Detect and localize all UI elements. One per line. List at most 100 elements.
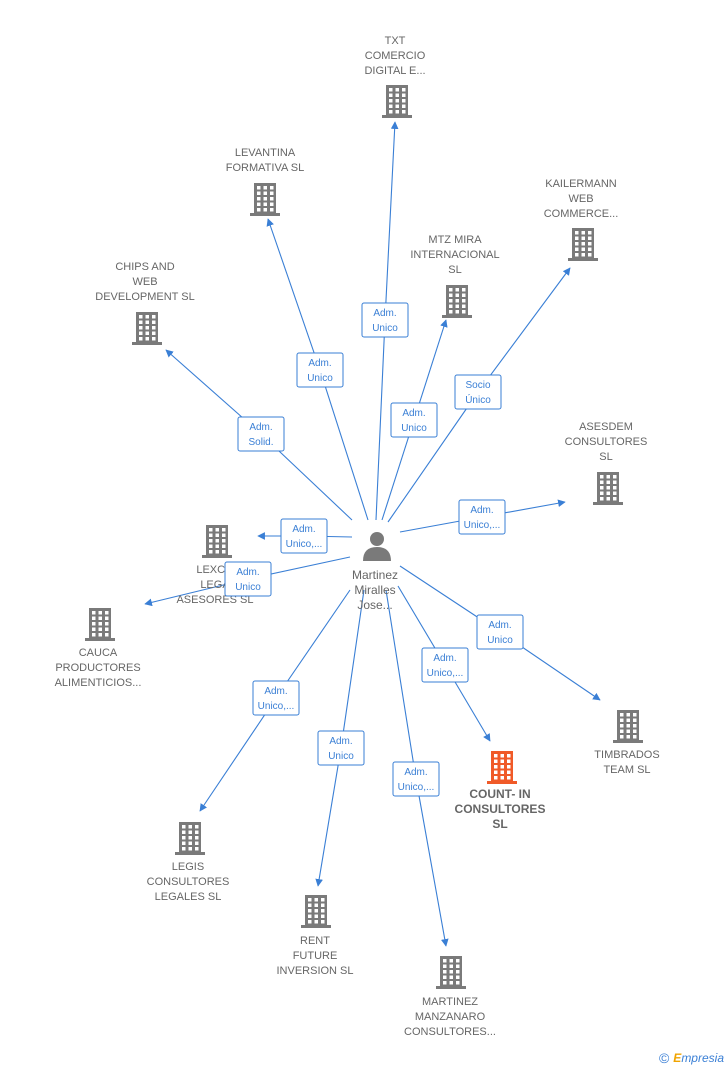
edge-label-asesdem[interactable]: Adm.Unico,...	[458, 499, 506, 535]
edge-label-text: Adm.	[470, 505, 493, 516]
edge-label-manzanaro[interactable]: Adm. Unico,...	[392, 761, 440, 797]
edge-label-text: Unico,...	[258, 701, 295, 712]
edge-label-legis[interactable]: Adm. Unico,...	[252, 680, 300, 716]
building-icon	[436, 956, 466, 989]
person-label-line: Martinez	[352, 568, 398, 582]
company-label-line: MTZ MIRA	[428, 234, 482, 246]
building-icon	[382, 85, 412, 118]
edge-label-levantina[interactable]: Adm. Unico	[296, 352, 344, 388]
edge-label-txt[interactable]: Adm. Unico	[361, 302, 409, 338]
company-label-line: WEB	[132, 276, 157, 288]
company-label: MTZ MIRA INTERNACIONAL SL	[410, 234, 499, 276]
edge-label-chips[interactable]: Adm. Solid.	[237, 416, 285, 452]
edge-label-text: Adm.	[264, 686, 287, 697]
company-node-mtz[interactable]: MTZ MIRA INTERNACIONAL SL	[410, 234, 500, 318]
edge-label-cauca[interactable]: Adm.Unico	[224, 561, 272, 597]
company-label-line: KAILERMANN	[545, 178, 617, 190]
edge-label-countin[interactable]: Adm.Unico,...	[421, 647, 469, 683]
edge-label-text: Único	[465, 393, 491, 406]
edge-label-text: Solid.	[248, 437, 273, 448]
company-label-line: SL	[599, 451, 612, 463]
company-label-line: MARTINEZ	[422, 996, 478, 1008]
edge-label-text: Adm.	[308, 358, 331, 369]
edge-label-text: Adm.	[433, 653, 456, 664]
edge-label-text: Unico	[328, 751, 354, 762]
edge-labels-layer: Adm.UnicoAdm.UnicoSocioÚnicoAdm.UnicoAdm…	[224, 302, 524, 797]
edge-label-text: Unico	[235, 582, 261, 593]
person-label-line: Miralles	[354, 583, 395, 597]
company-label-line: INVERSION SL	[276, 965, 353, 977]
company-label-line: LEVANTINA	[235, 147, 296, 159]
company-label-line: ASESDEM	[579, 421, 633, 433]
edge-label-text: Adm.	[249, 422, 272, 433]
edge-label-text: Adm.	[329, 736, 352, 747]
edge-label-timbrados[interactable]: Adm.Unico	[476, 614, 524, 650]
edge-label-text: Adm.	[404, 767, 427, 778]
company-label-line: COMMERCE...	[544, 208, 619, 220]
company-node-asesdem[interactable]: ASESDEM CONSULTORES SL	[565, 421, 648, 505]
company-label: KAILERMANN WEB COMMERCE...	[544, 178, 619, 220]
company-label-line: CAUCA	[79, 647, 118, 659]
company-node-manzanaro[interactable]: MARTINEZ MANZANARO CONSULTORES...	[404, 956, 496, 1038]
edge-label-text: Unico	[487, 635, 513, 646]
company-label-line: SL	[448, 264, 461, 276]
company-label-line: TIMBRADOS	[594, 749, 659, 761]
company-label-line: ASESORES SL	[176, 594, 253, 606]
company-label-line: CONSULTORES	[147, 876, 230, 888]
company-node-kailermann[interactable]: KAILERMANN WEB COMMERCE...	[544, 178, 619, 261]
building-icon	[593, 472, 623, 505]
edge-label-text: Unico,...	[398, 782, 435, 793]
building-icon	[132, 312, 162, 345]
company-label-line: INTERNACIONAL	[410, 249, 499, 261]
edge-label-mtz[interactable]: Adm.Unico	[390, 402, 438, 438]
edge-label-rent[interactable]: Adm. Unico	[317, 730, 365, 766]
brand-logo[interactable]: Empresia	[673, 1051, 724, 1065]
company-label-line: WEB	[568, 193, 593, 205]
company-label-line: CONSULTORES...	[404, 1026, 496, 1038]
edge-label-text: Adm.	[373, 308, 396, 319]
building-icon	[85, 608, 115, 641]
company-label-line: LEGA	[200, 579, 230, 591]
building-icon	[487, 751, 517, 784]
company-label-line: MANZANARO	[415, 1011, 486, 1023]
building-icon	[202, 525, 232, 558]
company-label-line: CONSULTORES	[455, 802, 546, 816]
edge-label-text: Unico,...	[286, 539, 323, 550]
edge-label-text: Adm.	[292, 524, 315, 535]
edge-label-lexco[interactable]: Adm. Unico,...	[280, 518, 328, 554]
footer-brand: © Empresia	[659, 1050, 724, 1066]
company-label-line: CONSULTORES	[565, 436, 648, 448]
company-label-line: FUTURE	[293, 950, 338, 962]
edge-label-text: Adm.	[402, 408, 425, 419]
person-icon	[363, 532, 391, 561]
edge-label-text: Unico	[372, 323, 398, 334]
copyright-icon: ©	[658, 1050, 670, 1066]
company-label-line: SL	[492, 817, 507, 831]
building-icon	[250, 183, 280, 216]
company-label-line: LEGALES SL	[155, 891, 222, 903]
company-label-line: DIGITAL E...	[364, 65, 425, 77]
company-label-line: ALIMENTICIOS...	[55, 677, 142, 689]
edge-label-text: Unico	[307, 373, 333, 384]
person-label-line: Jose...	[357, 598, 392, 612]
